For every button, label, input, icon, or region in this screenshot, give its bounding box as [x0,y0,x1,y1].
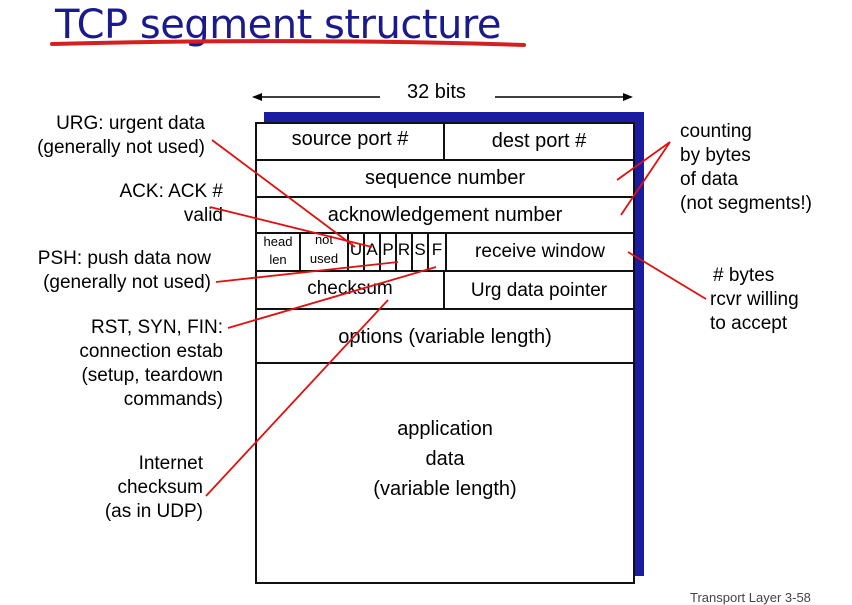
internet-checksum-annotation: Internet checksum (as in UDP) [104,453,203,522]
sequence-number-field: sequence number [364,167,526,189]
row-divider [257,270,633,272]
col-divider [363,232,365,271]
not-used-field: not used [309,232,339,266]
flag-rst: R [397,240,411,259]
flag-fin: F [431,240,443,259]
col-divider [427,232,429,271]
flag-psh: P [382,240,394,259]
counting-annotation: counting by bytes of data (not segments!… [680,121,812,214]
source-port-field: source port # [291,128,409,150]
col-divider [445,232,447,271]
bytes-annotation: # bytes rcvr willing to accept [710,265,799,334]
slide-footer: Transport Layer 3-58 [690,590,811,605]
urg-pointer-field: Urg data pointer [470,280,608,301]
flag-ack: A [366,240,378,259]
urg-annotation: URG: urgent data (generally not used) [37,113,205,158]
dest-port-field: dest port # [491,130,587,152]
col-divider [347,232,349,271]
row-divider [257,308,633,310]
receive-window-field: receive window [475,241,605,262]
col-divider [443,270,445,309]
col-divider [379,232,381,271]
ack-annotation: ACK: ACK # valid [119,181,224,226]
flag-syn: S [414,240,426,259]
head-len-field: head len [263,234,293,267]
segment-table: source port # dest port # sequence numbe… [255,122,635,584]
row-divider [257,362,633,364]
checksum-field: checksum [307,278,393,299]
width-label: 32 bits [407,81,466,103]
app-data-field: application data (variable length) [373,418,517,500]
rst-syn-fin-annotation: RST, SYN, FIN: connection estab (setup, … [79,317,223,410]
col-divider [395,232,397,271]
ack-number-field: acknowledgement number [327,204,563,226]
psh-annotation: PSH: push data now (generally not used) [37,248,211,293]
row-divider [257,159,633,161]
flag-urg: U [349,240,363,259]
row-divider [257,196,633,198]
col-divider [443,124,445,160]
col-divider [411,232,413,271]
options-field: options (variable length) [338,326,552,348]
col-divider [299,232,301,271]
